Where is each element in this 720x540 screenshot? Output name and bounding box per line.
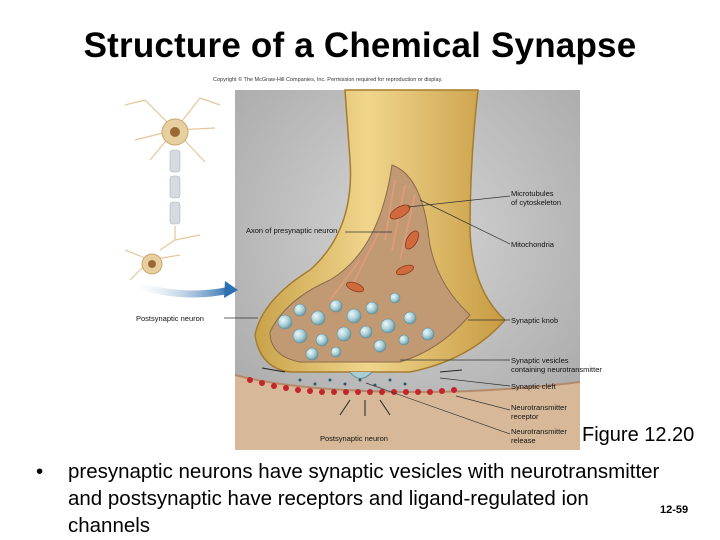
- neuron-icon: [115, 95, 238, 305]
- label-vesicles: Synaptic vesicles containing neurotransm…: [511, 356, 602, 374]
- bullet-text: presynaptic neurons have synaptic vesicl…: [68, 460, 660, 537]
- page-number: 12-59: [660, 504, 689, 516]
- synaptic-vesicles: [277, 292, 435, 361]
- receptors: [247, 377, 457, 395]
- copyright-notice: Copyright © The McGraw-Hill Companies, I…: [213, 77, 443, 83]
- label-axon: Axon of presynaptic neuron: [246, 226, 338, 235]
- label-postsynaptic-bottom: Postsynaptic neuron: [320, 434, 388, 443]
- label-mitochondria: Mitochondria: [511, 240, 554, 249]
- label-microtubules: Microtubules of cytoskeleton: [511, 189, 562, 207]
- neurotransmitter-dots: [298, 378, 407, 387]
- page-title: Structure of a Chemical Synapse: [83, 26, 637, 65]
- label-postsynaptic-left: Postsynaptic neuron: [136, 314, 204, 323]
- diffusion-arrows: [261, 367, 463, 416]
- bullet-marker: •: [36, 460, 44, 483]
- label-synaptic-knob: Synaptic knob: [511, 316, 559, 325]
- leader-lines: [224, 195, 511, 435]
- label-release: Neurotransmitter release: [511, 427, 567, 445]
- label-receptor: Neurotransmitter receptor: [511, 403, 567, 421]
- microtubules: [329, 179, 416, 301]
- figure-label: Figure 12.20: [582, 424, 695, 446]
- label-cleft: Synaptic cleft: [511, 382, 556, 391]
- vesicle-release: [349, 371, 373, 379]
- mitochondria: [346, 204, 420, 293]
